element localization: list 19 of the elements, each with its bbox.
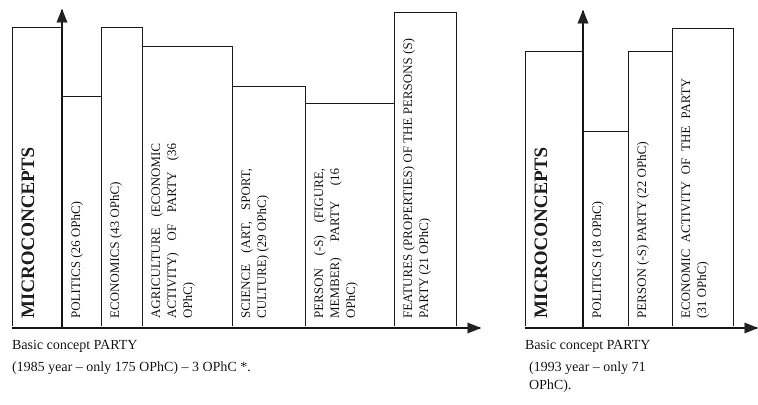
bar-label: ECONOMIC ACTIVITY OF THE PARTY (31 OPhC) xyxy=(678,78,710,318)
bar-label: AGRICULTURE (ECONOMIC ACTIVITY) OF PARTY (36 OPhC) xyxy=(148,143,196,318)
bar xyxy=(394,12,457,326)
bar-label: POLITICS (26 OPhC) xyxy=(68,200,84,318)
bar-label: FEATURES (PROPERTIES) OF THE PERSONS (S) PARTY (21 OPhC) xyxy=(400,38,432,318)
caption-text: Basic concept PARTY xyxy=(525,337,650,355)
bar-label: ECONOMICS (43 OPhC) xyxy=(107,180,123,318)
bar-label: PERSON (-S) (FIGURE, MEMBER) PARTY (16 OPhC) xyxy=(311,168,359,318)
bar-label: POLITICS (18 OPhC) xyxy=(589,200,605,318)
bar-label: MICROCONCEPTS xyxy=(531,146,553,318)
caption-text: Basic concept PARTY xyxy=(12,337,138,355)
bar-label: PERSON (-S) PARTY (22 OPhC) xyxy=(634,140,650,318)
bar xyxy=(525,51,584,326)
bar xyxy=(12,27,63,326)
bar xyxy=(672,28,734,326)
caption-text: (1985 year – only 175 OPhC) – 3 OPhC *. xyxy=(12,359,251,377)
caption-text: (1993 year – only 71 OPhC). xyxy=(529,359,647,395)
bar-label: SCIENCE (ART, SPORT, CULTURE) (29 OPhC) xyxy=(238,168,270,318)
bar-label: MICROCONCEPTS xyxy=(18,146,40,318)
